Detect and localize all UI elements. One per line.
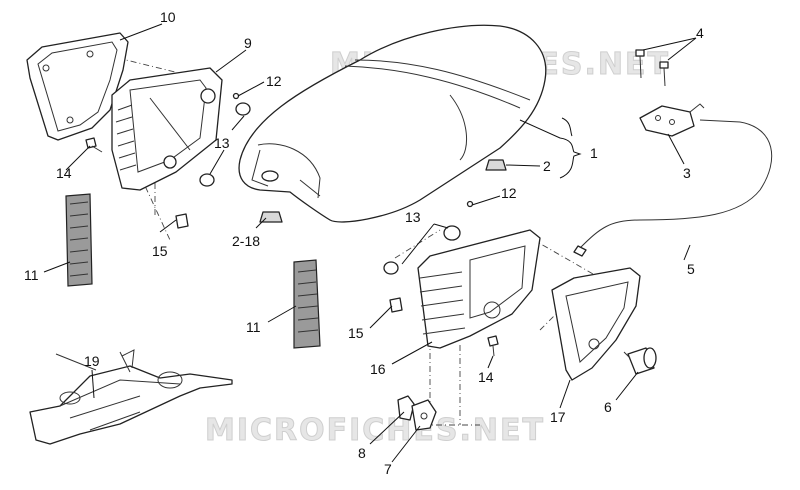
right-grip-pad [293, 259, 321, 349]
part-1-bracket [519, 117, 582, 179]
callout-1: 1 [590, 145, 598, 161]
callout-6: 6 [604, 399, 612, 415]
seat-release-cable [573, 119, 773, 257]
callout-17: 17 [550, 409, 566, 425]
right-side-cover [551, 267, 641, 381]
callout-8: 8 [358, 445, 366, 461]
right-bracket-assembly [417, 229, 541, 349]
callout-4: 4 [696, 25, 704, 41]
left-bracket-assembly [111, 67, 223, 191]
callout-11-right: 11 [246, 319, 261, 335]
callout-14-right: 14 [478, 369, 494, 385]
left-grip-pad [65, 193, 93, 287]
callout-13-left: 13 [214, 135, 230, 151]
callout-15-left: 15 [152, 243, 168, 259]
left-clip [175, 213, 189, 229]
callout-2-18: 2-18 [232, 233, 260, 249]
callout-13-right: 13 [405, 209, 421, 225]
callout-2: 2 [543, 158, 551, 174]
hook-bolts [635, 49, 669, 87]
callout-5: 5 [687, 261, 695, 277]
left-screw [85, 137, 103, 153]
callout-12-left: 12 [266, 73, 282, 89]
rear-frame-bracket [29, 349, 233, 445]
left-side-cover [26, 32, 129, 141]
leader-lines [43, 23, 697, 463]
callout-11-left: 11 [24, 267, 39, 283]
callout-19: 19 [84, 353, 100, 369]
callout-10: 10 [160, 9, 176, 25]
seat-rubber-buffers [259, 159, 507, 223]
left-rubber-grommets [199, 92, 251, 187]
callout-7: 7 [384, 461, 392, 477]
seat [238, 24, 547, 223]
callout-labels: 10 9 12 13 14 15 11 2-18 2 1 4 3 5 12 13… [24, 9, 704, 477]
callout-12-right: 12 [501, 185, 517, 201]
callout-3: 3 [683, 165, 691, 181]
right-rubber-grommets [383, 200, 474, 275]
callout-16: 16 [370, 361, 386, 377]
right-screw [487, 335, 499, 357]
seat-lock-bracket [639, 103, 705, 137]
callout-14-left: 14 [56, 165, 72, 181]
callout-9: 9 [244, 35, 252, 51]
callout-15-right: 15 [348, 325, 364, 341]
seat-lock-cylinder [623, 347, 657, 375]
right-clip [389, 297, 403, 313]
watermark-bottom: MICROFICHES.NET [205, 413, 545, 448]
